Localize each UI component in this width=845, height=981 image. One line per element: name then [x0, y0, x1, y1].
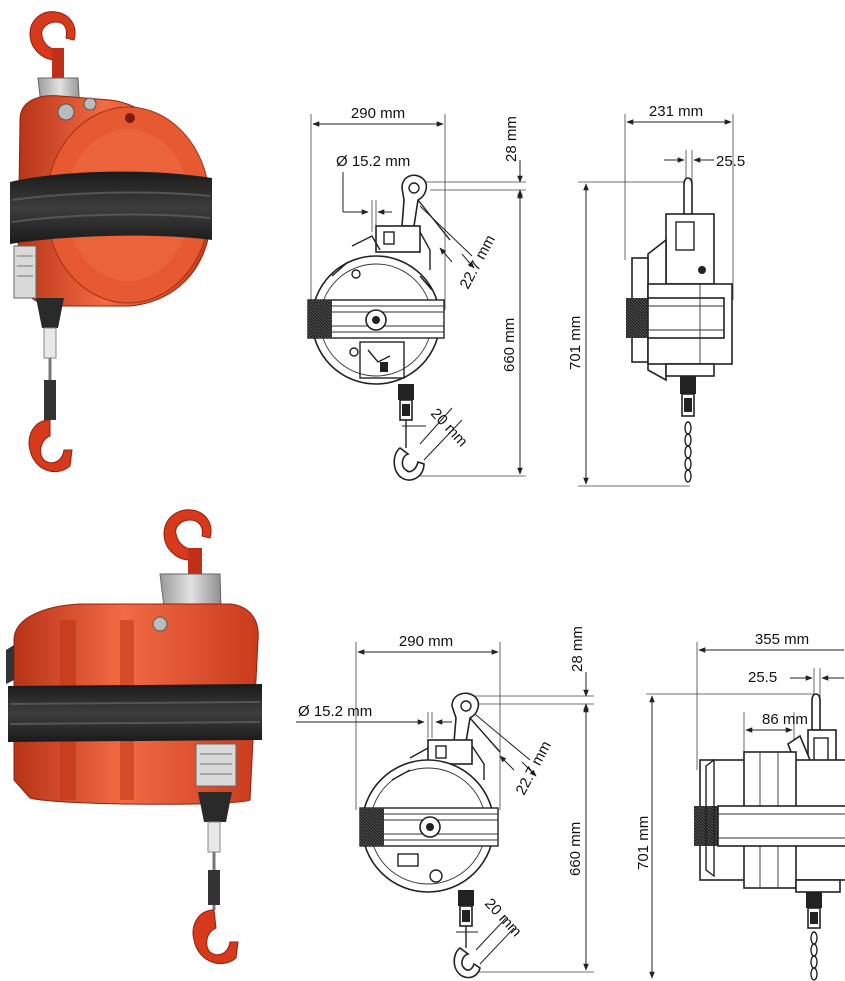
bottom-side-view-drawing	[646, 642, 845, 981]
top-side-view-dimensions: 231 mm 25.5 701 mm	[567, 103, 745, 370]
top-front-cable-dia-label: Ø 15.2 mm	[336, 153, 410, 170]
top-front-view-drawing	[307, 114, 526, 481]
bottom-front-hook-opening-label: 22.7 mm	[513, 738, 555, 798]
side-view-chain	[810, 931, 818, 981]
bottom-side-offset-label: 25.5	[748, 669, 777, 686]
bottom-front-hook-dim-label: 28 mm	[569, 626, 586, 672]
protective-strap	[8, 684, 262, 742]
bottom-side-inner-label: 86 mm	[762, 711, 808, 728]
top-balancer-photo	[10, 11, 212, 472]
bottom-side-total-height-label: 701 mm	[635, 816, 652, 870]
top-front-hook-opening-label: 22.7 mm	[457, 232, 499, 292]
bottom-side-width-label: 355 mm	[755, 631, 809, 648]
top-side-total-height-label: 701 mm	[567, 316, 584, 370]
top-hook-icon	[29, 11, 76, 61]
bottom-front-view-drawing	[296, 642, 594, 979]
top-front-width-label: 290 mm	[351, 105, 405, 122]
bottom-front-body-height-label: 660 mm	[567, 822, 584, 876]
bottom-balancer-photo	[6, 509, 262, 965]
protective-strap	[10, 171, 212, 244]
bottom-front-width-label: 290 mm	[399, 633, 453, 650]
bottom-hook-icon	[28, 419, 73, 472]
top-front-hook-dim-label: 28 mm	[503, 116, 520, 162]
rating-plate	[195, 743, 237, 787]
bottom-front-cable-dia-label: Ø 15.2 mm	[298, 703, 372, 720]
top-hook-icon	[163, 509, 212, 561]
top-side-width-label: 231 mm	[649, 103, 703, 120]
bottom-hook-icon	[192, 909, 239, 965]
bottom-side-view-dimensions: 355 mm 25.5 86 mm 701 mm	[635, 631, 809, 870]
top-front-body-height-label: 660 mm	[501, 318, 518, 372]
top-side-offset-label: 25.5	[716, 153, 745, 170]
side-view-chain	[684, 421, 692, 483]
rating-plate	[13, 245, 37, 299]
top-side-view-drawing	[578, 114, 734, 487]
bottom-front-lower-hook-label: 20 mm	[481, 895, 525, 940]
